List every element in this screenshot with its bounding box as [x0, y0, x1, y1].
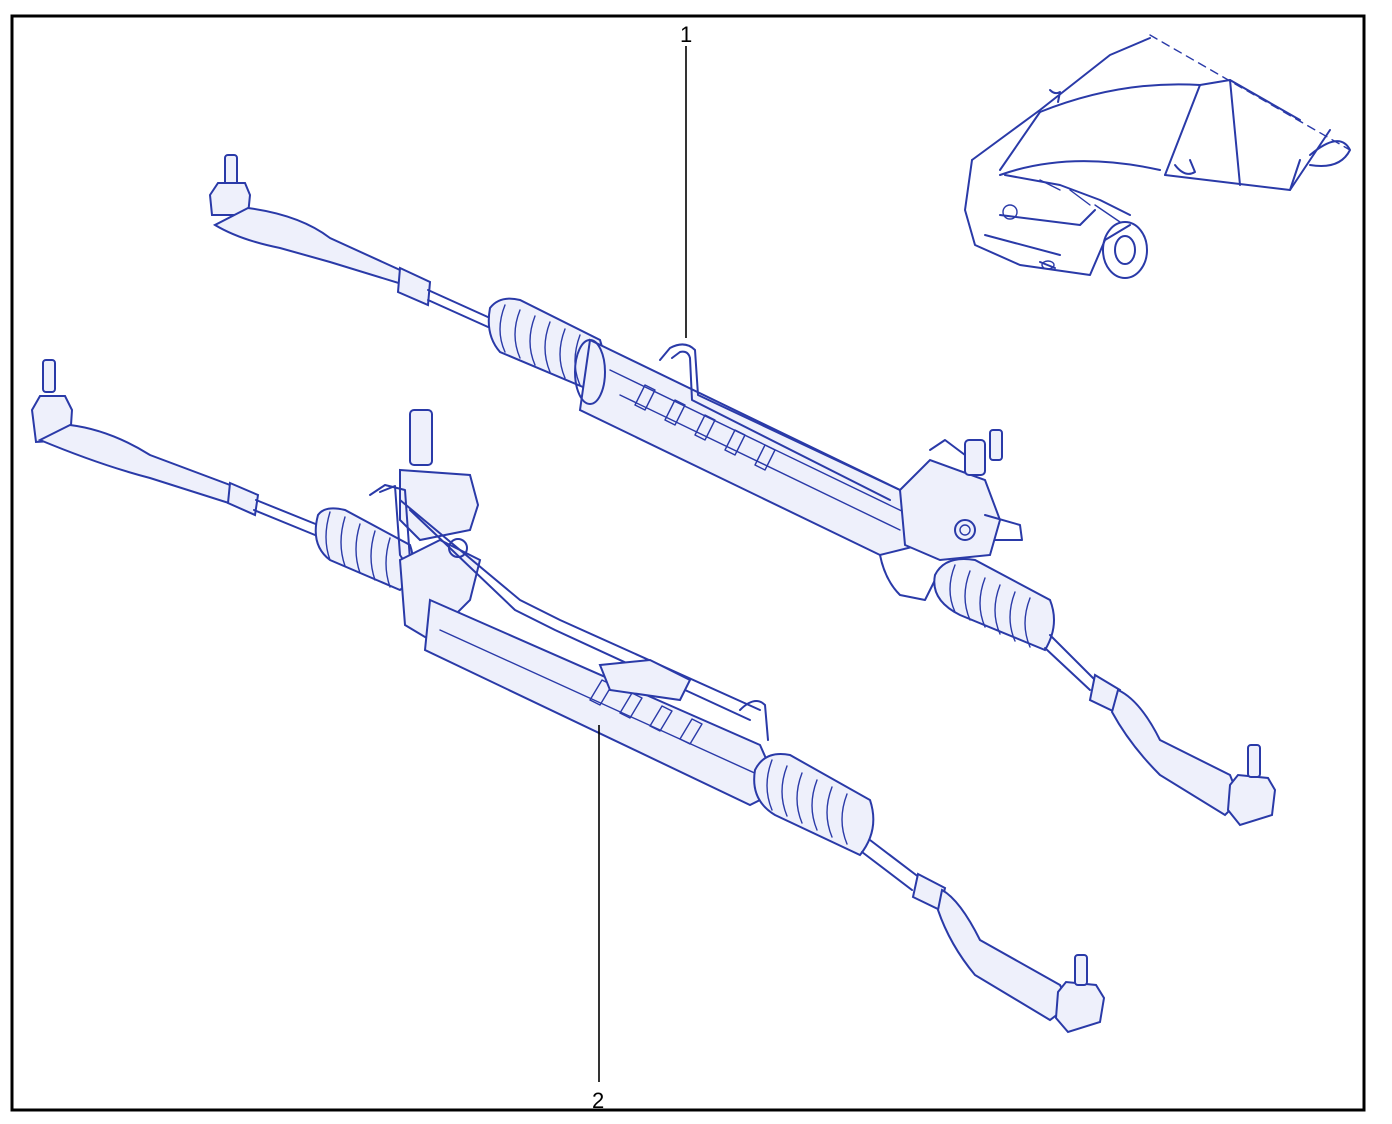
- steering-rack-assembly-1-icon: [208, 154, 1277, 827]
- callout-1-label: 1: [680, 22, 692, 47]
- diagram-border: [10, 14, 1366, 1112]
- vehicle-location-inset-icon: [964, 34, 1351, 279]
- steering-rack-assembly-2-icon: [30, 359, 1106, 1034]
- callout-2-label: 2: [592, 1088, 604, 1113]
